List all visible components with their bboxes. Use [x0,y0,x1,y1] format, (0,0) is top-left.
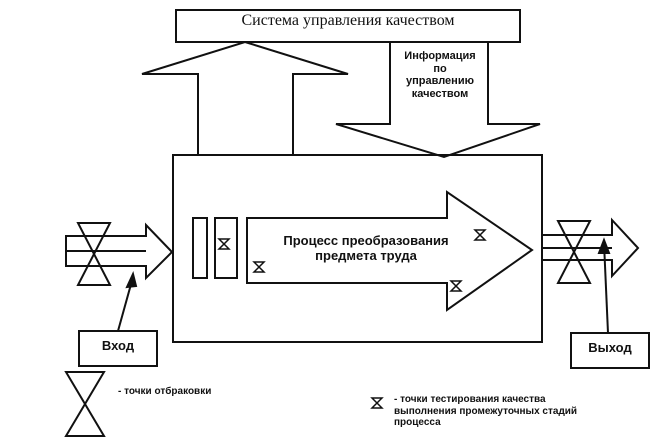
legend-reject-icon [64,371,106,437]
input-arrow [65,222,174,281]
info-flow-label: Информация по управлению качеством [404,50,476,100]
output-pointer-line [603,242,609,334]
test-point-marker [473,229,487,241]
up-arrow [141,40,349,156]
process-label: Процесс преобразования предмета труда [283,233,449,263]
output-pointer-head [597,237,611,254]
test-point-marker [217,238,231,250]
input-label: Вход [101,338,135,353]
info-down-arrow [335,42,541,159]
output-label-box [570,332,650,369]
process-arrow [246,190,534,312]
output-arrow [541,217,640,279]
output-label: Выход [588,340,632,355]
legend-reject-label: - точки отбраковки [118,386,212,397]
legend-test-icon [370,397,384,409]
test-point-marker [449,280,463,292]
quality-system-title: Система управления качеством [241,12,455,29]
quality-system-box [175,9,521,43]
test-point-marker [252,261,266,273]
stage-box-1 [192,217,208,279]
input-pointer-head [125,271,138,289]
output-reject-point [556,220,592,284]
stage-box-2 [214,217,238,279]
input-reject-point [76,222,112,286]
legend-test-label: - точки тестирования качества выполнения… [394,394,578,428]
